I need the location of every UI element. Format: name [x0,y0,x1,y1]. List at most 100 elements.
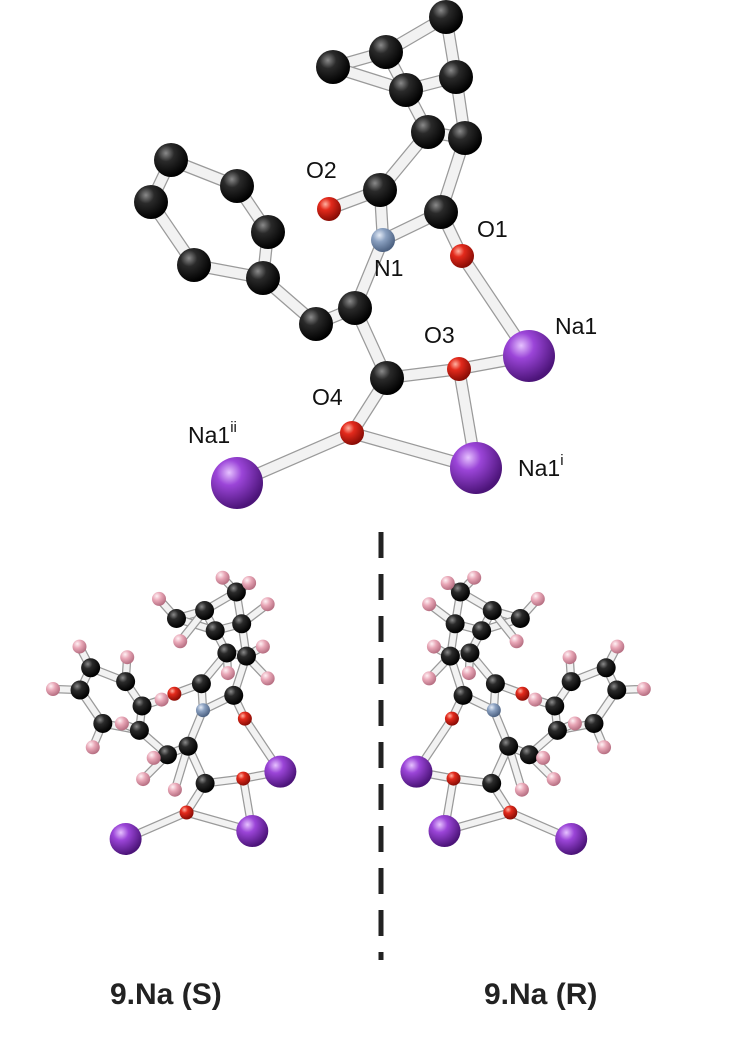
hydrogen-atom [422,671,437,686]
label-o1: O1 [477,216,508,242]
top-molecule-structure [134,0,555,509]
carbon-atom [547,720,567,740]
oxygen-atom [340,421,364,445]
carbon-atom [485,674,505,694]
oxygen-atom [450,244,474,268]
hydrogen-atom [546,772,561,787]
carbon-atom [246,261,280,295]
sodium-atom [400,755,433,788]
carbon-atom [424,195,458,229]
caption-enantiomer-s: 9.Na (S) [110,978,222,1011]
carbon-atom [607,680,627,700]
oxygen-atom [447,357,471,381]
oxygen-atom [237,711,252,726]
carbon-atom [129,720,149,740]
oxygen-atom [167,686,182,701]
carbon-atom [217,643,237,663]
carbon-atom [499,736,519,756]
carbon-atom [338,291,372,325]
nitrogen-atom [371,228,395,252]
label-na1-i: Na1i [518,452,564,481]
carbon-atom [519,745,539,765]
hydrogen-atom [514,782,529,797]
hydrogen-atom [173,634,188,649]
carbon-atom [299,307,333,341]
oxygen-atom [236,771,251,786]
hydrogen-atom [255,639,270,654]
label-o4: O4 [312,384,343,410]
oxygen-atom [317,197,341,221]
carbon-atom [389,73,423,107]
carbon-atom [370,361,404,395]
label-na1: Na1 [555,313,597,339]
label-na1-i-superscript: i [560,452,563,469]
hydrogen-atom [467,570,482,585]
sodium-atom [109,822,142,855]
label-na1-ii-superscript: ii [230,419,237,436]
sodium-atom [236,815,269,848]
carbon-atom [166,609,186,629]
hydrogen-atom [461,666,476,681]
carbon-atom [205,621,225,641]
carbon-atom [224,685,244,705]
label-n1: N1 [374,255,403,281]
carbon-atom [363,173,397,207]
carbon-atom [561,672,581,692]
sodium-atom [450,442,502,494]
carbon-atom [482,773,502,793]
hydrogen-atom [528,692,543,707]
carbon-atom [450,582,470,602]
hydrogen-atom [146,750,161,765]
hydrogen-atom [154,692,169,707]
carbon-atom [116,672,136,692]
sodium-atom [428,815,461,848]
hydrogen-atom [260,671,275,686]
hydrogen-atom [220,666,235,681]
carbon-atom [411,115,445,149]
carbon-atom [236,646,256,666]
hydrogen-atom [567,716,582,731]
carbon-atom [429,0,463,34]
sodium-atom [264,755,297,788]
carbon-atom [251,215,285,249]
carbon-atom [369,35,403,69]
enantiomer-s-structure [46,570,297,855]
label-o2: O2 [306,157,337,183]
nitrogen-atom [486,703,501,718]
sodium-atom [555,822,588,855]
carbon-atom [545,696,565,716]
carbon-atom [70,680,90,700]
carbon-atom [177,248,211,282]
hydrogen-atom [114,716,129,731]
nitrogen-atom [195,703,210,718]
carbon-atom [220,169,254,203]
carbon-atom [472,621,492,641]
hydrogen-atom [562,650,577,665]
label-na1-ii: Na1ii [188,419,237,448]
carbon-atom [191,674,211,694]
carbon-atom [453,685,473,705]
carbon-atom [157,745,177,765]
hydrogen-atom [85,740,100,755]
hydrogen-atom [46,682,60,696]
sodium-atom [503,330,555,382]
carbon-atom [445,614,465,634]
carbon-atom [448,121,482,155]
hydrogen-atom [72,639,87,654]
sodium-atom [211,457,263,509]
carbon-atom [596,658,616,678]
oxygen-atom [446,771,461,786]
hydrogen-atom [536,750,551,765]
carbon-atom [316,50,350,84]
oxygen-atom [179,805,194,820]
carbon-atom [154,143,188,177]
hydrogen-atom [509,634,524,649]
carbon-atom [132,696,152,716]
hydrogen-atom [636,682,651,696]
carbon-atom [232,614,252,634]
hydrogen-atom [215,570,230,585]
hydrogen-atom [120,650,135,665]
carbon-atom [195,601,215,621]
caption-enantiomer-r: 9.Na (R) [484,978,597,1011]
hydrogen-atom [152,591,166,606]
